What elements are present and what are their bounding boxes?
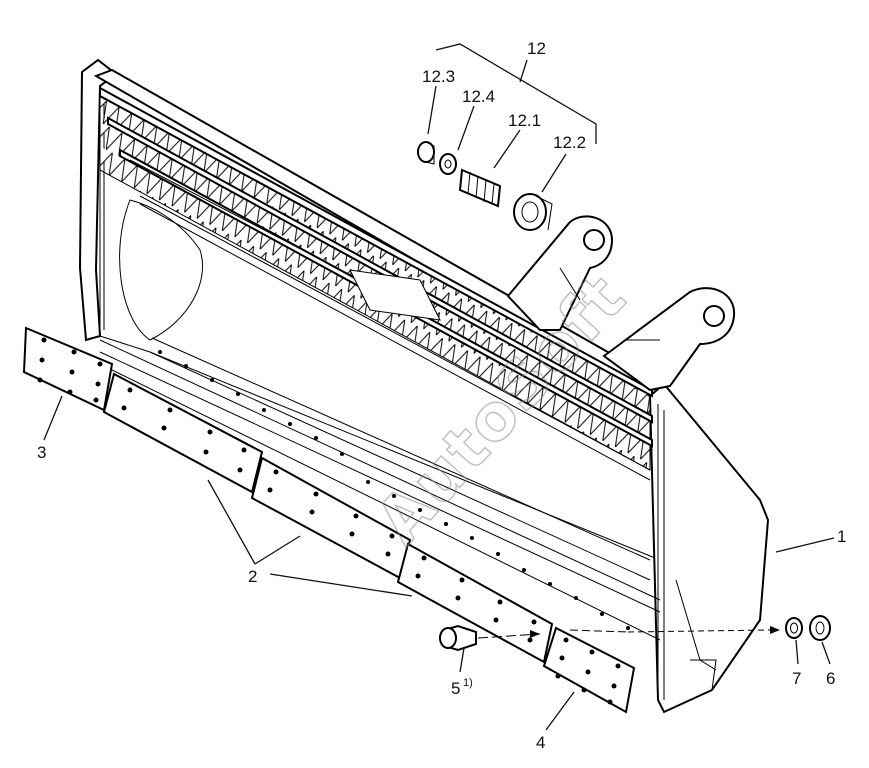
- callout-12: 12: [527, 39, 546, 58]
- callout-12-2: 12.2: [553, 133, 586, 152]
- edge-bolt-holes: [158, 350, 630, 630]
- wear-plate-4: [542, 626, 636, 714]
- nut-6: [809, 615, 831, 641]
- part-12-3: [417, 141, 435, 165]
- part-12-2: [513, 193, 553, 231]
- callout-12-4: 12.4: [462, 87, 495, 106]
- wear-plate-2c: [396, 542, 554, 664]
- callout-1: 1: [837, 527, 846, 546]
- callout-12-1: 12.1: [508, 111, 541, 130]
- callout-2: 2: [248, 567, 257, 586]
- callout-7: 7: [792, 669, 801, 688]
- wear-plate-2a: [102, 372, 264, 494]
- edge-dashed-line: [569, 626, 780, 634]
- wear-plate-3: [22, 326, 114, 412]
- callout-6: 6: [826, 669, 835, 688]
- part-12-1: [458, 168, 502, 208]
- part-12-4: [439, 153, 457, 175]
- callout-3: 3: [37, 443, 46, 462]
- mounting-brackets: [506, 215, 736, 392]
- tine-grille: [99, 86, 653, 471]
- callout-labels: 12 12.3 12.4 12.1 12.2 3 2 1 5 1) 7 6 4: [37, 39, 846, 752]
- callout-4: 4: [536, 733, 545, 752]
- bolt-5: [439, 624, 541, 652]
- washer-7: [785, 617, 803, 639]
- callout-5: 5: [451, 679, 460, 698]
- leader-lines: [43, 43, 835, 731]
- callout-5-note: 1): [463, 677, 473, 689]
- callout-12-3: 12.3: [422, 67, 455, 86]
